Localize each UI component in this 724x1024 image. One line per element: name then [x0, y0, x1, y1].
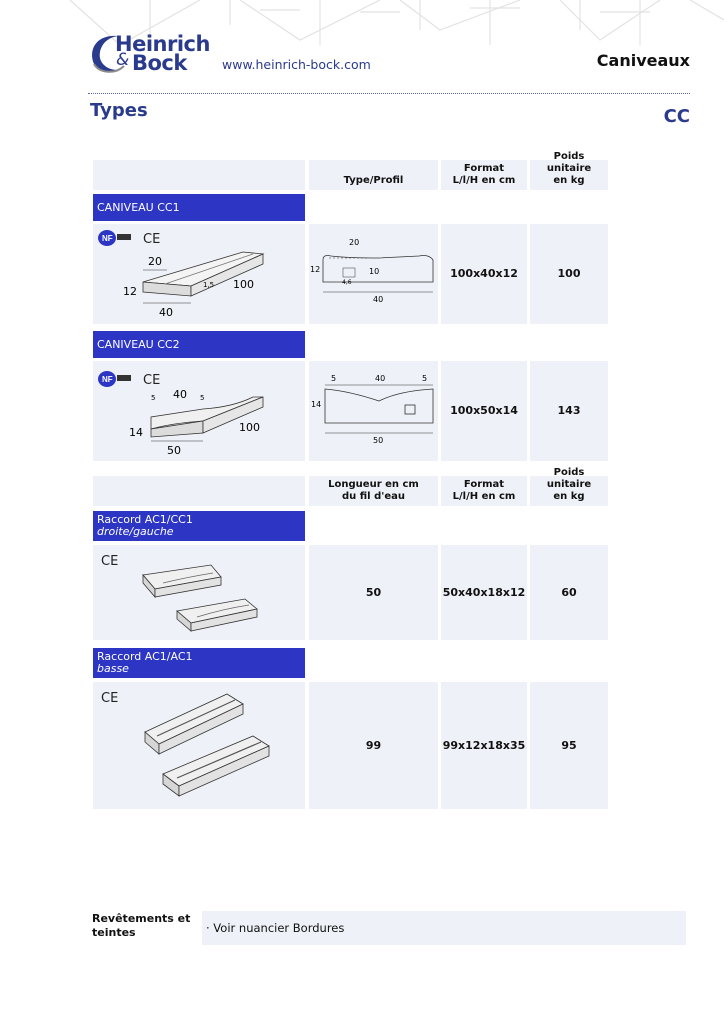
dim-label: 1,5: [203, 281, 214, 289]
profile-drawing-cc1: 20 12 10 4,6 40: [309, 224, 438, 324]
product-illustration-raccord-ac1-cc1: CE: [93, 545, 305, 640]
raccord-ac1-ac1-icon: CE: [101, 691, 270, 797]
product-illustration-cc2: NF CE 5 40 5 14 100 50: [93, 361, 305, 461]
row-subtitle-text: droite/gauche: [97, 525, 174, 538]
row-title-text: CANIVEAU CC2: [97, 337, 180, 351]
finishes-value: · Voir nuancier Bordures: [202, 911, 686, 945]
table1-header-format: Format L/l/H en cm: [441, 160, 527, 190]
website-link[interactable]: www.heinrich-bock.com: [222, 57, 371, 72]
row-subtitle-text: basse: [97, 662, 129, 675]
cc1-weight: 100: [530, 224, 608, 324]
profile-label: 50: [373, 436, 383, 445]
cc2-format: 100x50x14: [441, 361, 527, 461]
dim-label: 20: [148, 255, 162, 268]
cc1-profile-icon: 20 12 10 4,6 40: [310, 238, 434, 304]
ce-mark: CE: [101, 691, 118, 706]
nf-mark-text: NF: [102, 375, 113, 384]
dim-label: 50: [167, 444, 181, 457]
product-illustration-cc1: NF CE 20 12 1,5 100 40: [93, 224, 305, 324]
profile-label: 40: [375, 374, 385, 383]
cc2-profile-icon: 5 40 5 14 50: [311, 374, 434, 445]
company-logo: Heinrich & Bock: [88, 30, 210, 76]
profile-label: 12: [310, 265, 320, 274]
raccord-ac1-cc1-format: 50x40x18x12: [441, 545, 527, 640]
nf-mark-icon: NF: [98, 230, 131, 246]
raccord-ac1-ac1-length: 99: [309, 682, 438, 809]
profile-drawing-cc2: 5 40 5 14 50: [309, 361, 438, 461]
page-title: Types: [90, 100, 148, 121]
table1-header-blank: [93, 160, 305, 190]
row-title-raccord-ac1-ac1: Raccord AC1/AC1 basse: [93, 648, 305, 678]
table2-header-length: Longueur en cm du fil d'eau: [309, 476, 438, 506]
table2-header-weight: Poids unitaire en kg: [530, 467, 608, 506]
cc1-format: 100x40x12: [441, 224, 527, 324]
table2-header-blank: [93, 476, 305, 506]
raccord-ac1-cc1-weight: 60: [530, 545, 608, 640]
profile-label: 5: [422, 374, 427, 383]
logo-swoosh-icon: [92, 35, 125, 73]
profile-label: 5: [331, 374, 336, 383]
ce-mark: CE: [101, 554, 118, 569]
page-code: CC: [663, 106, 690, 127]
dim-label: 40: [159, 306, 173, 319]
dim-label: 100: [233, 278, 254, 291]
table1-header-type: Type/Profil: [309, 160, 438, 190]
raccord-ac1-cc1-icon: CE: [101, 554, 258, 632]
dim-label: 12: [123, 285, 137, 298]
table1-header-weight: Poids unitaire en kg: [530, 151, 608, 190]
raccord-ac1-ac1-format: 99x12x18x35: [441, 682, 527, 809]
cc2-weight: 143: [530, 361, 608, 461]
ce-mark: CE: [143, 232, 160, 247]
nf-mark-icon: NF: [98, 371, 131, 387]
cc1-perspective-icon: NF CE 20 12 1,5 100 40: [98, 230, 265, 319]
row-title-cc1: CANIVEAU CC1: [93, 194, 305, 221]
raccord-ac1-ac1-weight: 95: [530, 682, 608, 809]
logo-text-bock: Bock: [132, 51, 187, 75]
ce-mark: CE: [143, 373, 160, 388]
product-illustration-raccord-ac1-ac1: CE: [93, 682, 305, 809]
profile-label: 40: [373, 295, 383, 304]
raccord-ac1-cc1-length: 50: [309, 545, 438, 640]
dim-label: 14: [129, 426, 143, 439]
logo-text-amp: &: [116, 50, 130, 70]
header-decoration: [69, 0, 724, 46]
dim-label: 5: [200, 394, 204, 402]
row-title-text: Raccord AC1/AC1: [97, 650, 193, 663]
header-divider: [88, 93, 690, 94]
row-title-text: CANIVEAU CC1: [97, 200, 180, 214]
logo-text-heinrich: Heinrich: [115, 32, 210, 56]
dim-label: 40: [173, 388, 187, 401]
section-title: Caniveaux: [596, 51, 690, 70]
finishes-label: Revêtements et teintes: [92, 912, 191, 939]
row-title-text: Raccord AC1/CC1: [97, 513, 193, 526]
dim-label: 5: [151, 394, 155, 402]
profile-label: 10: [369, 267, 379, 276]
table2-header-format: Format L/l/H en cm: [441, 476, 527, 506]
row-title-cc2: CANIVEAU CC2: [93, 331, 305, 358]
dim-label: 100: [239, 421, 260, 434]
cc2-perspective-icon: NF CE 5 40 5 14 100 50: [98, 371, 264, 457]
profile-label: 4,6: [342, 279, 352, 286]
nf-mark-text: NF: [102, 234, 113, 243]
row-title-raccord-ac1-cc1: Raccord AC1/CC1 droite/gauche: [93, 511, 305, 541]
profile-label: 14: [311, 400, 321, 409]
profile-label: 20: [349, 238, 359, 247]
